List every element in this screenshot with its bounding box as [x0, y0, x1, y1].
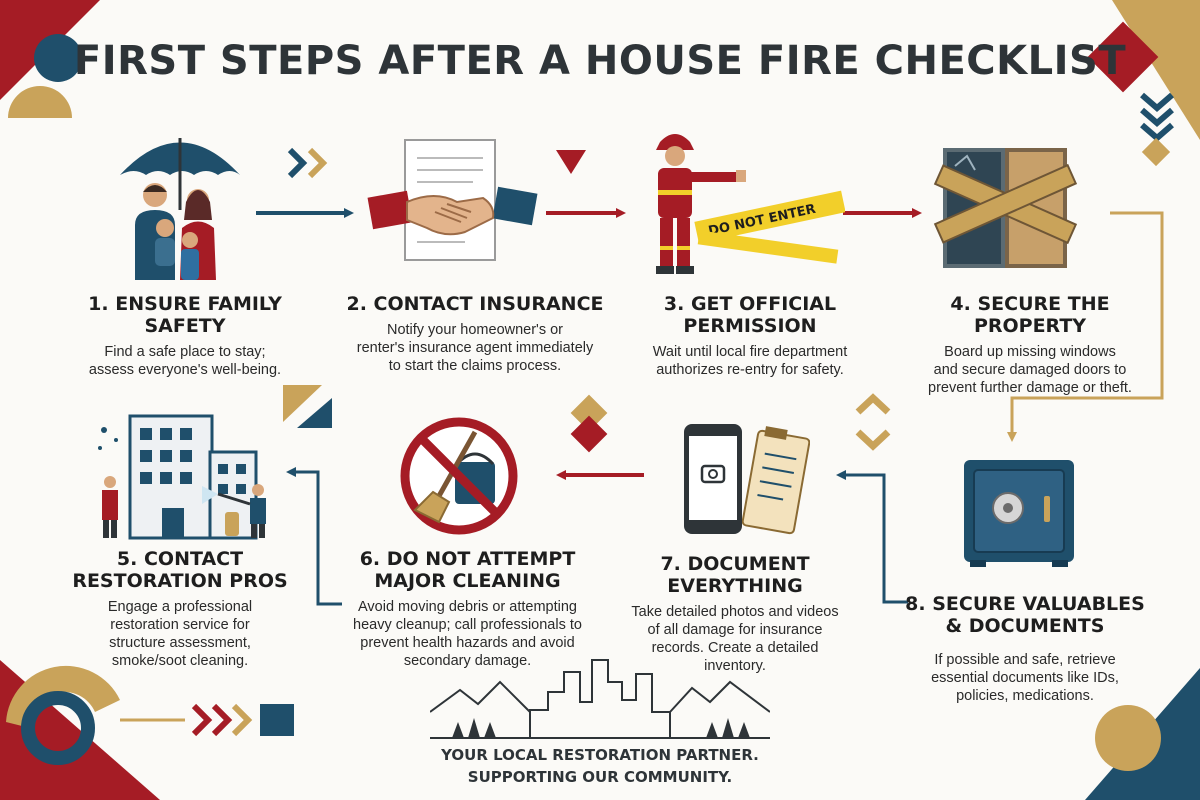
deco-chevron [307, 147, 328, 179]
firefighter-icon: DO NOT ENTER [656, 134, 845, 274]
step-5-description: Engage a professional restoration servic… [107, 599, 253, 669]
phone-clipboard-icon [684, 424, 810, 535]
step-4-title: 4. SECURE THE PROPERTY [950, 293, 1110, 337]
step-5-title: 5. CONTACT RESTORATION PROS [72, 548, 288, 592]
deco-ring-bottom-left [21, 691, 95, 765]
step-2: 2. CONTACT INSURANCE Notify your homeown… [340, 293, 610, 375]
step-8-description: If possible and safe, retrieve essential… [931, 652, 1119, 704]
page-title: FIRST STEPS AFTER A HOUSE FIRE CHECKLIST [73, 38, 1127, 84]
deco-chevron [211, 703, 233, 737]
step-3: 3. GET OFFICIAL PERMISSION Wait until lo… [605, 293, 895, 379]
arrow-8-to-7 [836, 470, 908, 604]
deco-chevron [1140, 122, 1174, 142]
deco-circle-top-left [34, 34, 82, 82]
step-1-description: Find a safe place to stay; assess everyo… [88, 344, 282, 378]
safe-icon [964, 460, 1074, 567]
step-3-title: 3. GET OFFICIAL PERMISSION [663, 293, 837, 337]
deco-chevron [855, 429, 891, 451]
deco-square [260, 704, 294, 736]
step-6-title: 6. DO NOT ATTEMPT MAJOR CLEANING [359, 548, 576, 592]
step-4: 4. SECURE THE PROPERTY Board up missing … [895, 293, 1165, 397]
deco-chevron [1140, 107, 1174, 127]
deco-halfcircle-top-left [8, 86, 72, 118]
step-7: 7. DOCUMENT EVERYTHING Take detailed pho… [605, 553, 865, 675]
deco-chevron [191, 703, 213, 737]
deco-triangle-down [556, 150, 586, 174]
deco-chevron [231, 703, 253, 737]
step-8: 8. SECURE VALUABLES & DOCUMENTS If possi… [905, 593, 1145, 705]
deco-diamond [570, 415, 608, 453]
step-1-title: 1. ENSURE FAMILY SAFETY [88, 293, 282, 337]
deco-diamond-top-right [1087, 21, 1159, 93]
step-6: 6. DO NOT ATTEMPT MAJOR CLEANING Avoid m… [330, 548, 605, 670]
boarded-window-icon [933, 148, 1078, 268]
handshake-contract-icon [367, 139, 538, 261]
step-7-title: 7. DOCUMENT EVERYTHING [660, 553, 810, 597]
deco-diamond [570, 394, 608, 432]
restoration-building-icon [98, 414, 266, 540]
deco-chevron [287, 147, 308, 179]
step-4-description: Board up missing windows and secure dama… [928, 344, 1132, 396]
footer-tagline: YOUR LOCAL RESTORATION PARTNER. SUPPORTI… [441, 746, 759, 786]
no-cleaning-icon [400, 417, 518, 535]
step-8-title: 8. SECURE VALUABLES & DOCUMENTS [905, 593, 1145, 637]
deco-triangle-navy [297, 398, 332, 428]
skyline-logo [430, 659, 770, 739]
step-2-description: Notify your homeowner's or renter's insu… [356, 322, 594, 374]
step-5: 5. CONTACT RESTORATION PROS Engage a pro… [70, 548, 290, 670]
step-6-description: Avoid moving debris or attempting heavy … [353, 599, 582, 669]
deco-arc-gold [6, 665, 120, 728]
deco-diamond-small [1141, 137, 1171, 167]
deco-chevron [855, 393, 891, 415]
deco-chevron [1140, 92, 1174, 112]
step-2-title: 2. CONTACT INSURANCE [346, 293, 604, 315]
deco-circle-bottom-right [1095, 705, 1161, 771]
step-7-description: Take detailed photos and videos of all d… [631, 604, 839, 674]
family-umbrella-icon [120, 138, 240, 280]
step-1: 1. ENSURE FAMILY SAFETY Find a safe plac… [50, 293, 320, 379]
step-3-description: Wait until local fire department authori… [652, 344, 848, 378]
deco-triangle-gold [283, 385, 322, 422]
arrow-4-to-8 [1007, 211, 1164, 442]
arrow-6-to-5 [286, 467, 342, 606]
